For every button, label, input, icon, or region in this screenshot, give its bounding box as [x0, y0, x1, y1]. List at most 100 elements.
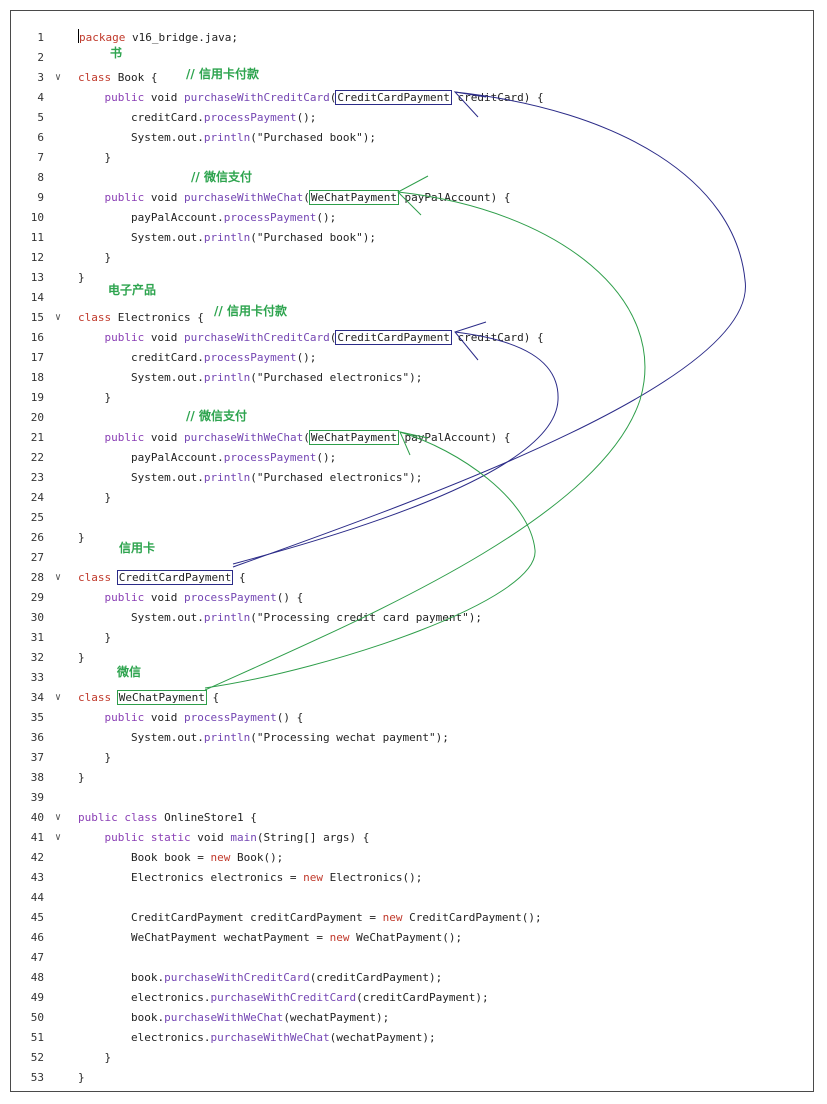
code-line[interactable]: 5 creditCard.processPayment(); [11, 108, 813, 128]
code-token: { [205, 691, 220, 704]
code-line[interactable]: 24 } [11, 488, 813, 508]
code-line[interactable]: 4 public void purchaseWithCreditCard(Cre… [11, 88, 813, 108]
code-token: } [78, 391, 112, 404]
code-text: creditCard.processPayment(); [78, 108, 316, 128]
code-token: CreditCardPayment creditCardPayment = [78, 911, 383, 924]
code-line[interactable]: 35 public void processPayment() { [11, 708, 813, 728]
line-number: 13 [30, 271, 44, 284]
code-line[interactable]: 3∨class Book { [11, 68, 813, 88]
code-line[interactable]: 26} [11, 528, 813, 548]
code-line[interactable]: 49 electronics.purchaseWithCreditCard(cr… [11, 988, 813, 1008]
code-line[interactable]: 33 [11, 668, 813, 688]
code-line[interactable]: 8 [11, 168, 813, 188]
code-token: book. [78, 1011, 165, 1024]
code-line[interactable]: 21 public void purchaseWithWeChat(WeChat… [11, 428, 813, 448]
code-line[interactable]: 22 payPalAccount.processPayment(); [11, 448, 813, 468]
code-line[interactable]: 41∨ public static void main(String[] arg… [11, 828, 813, 848]
code-line[interactable]: 53} [11, 1068, 813, 1088]
fold-chevron-icon[interactable]: ∨ [54, 72, 62, 83]
code-text: public void processPayment() { [78, 708, 304, 728]
fold-chevron-icon[interactable]: ∨ [54, 312, 62, 323]
code-line[interactable]: 10 payPalAccount.processPayment(); [11, 208, 813, 228]
code-line[interactable]: 38} [11, 768, 813, 788]
code-line[interactable]: 25 [11, 508, 813, 528]
code-line[interactable]: 13} [11, 268, 813, 288]
code-line[interactable]: 6 System.out.println("Purchased book"); [11, 128, 813, 148]
line-number: 29 [30, 591, 44, 604]
code-line[interactable]: 47 [11, 948, 813, 968]
code-line[interactable]: 14 [11, 288, 813, 308]
code-line[interactable]: 40∨public class OnlineStore1 { [11, 808, 813, 828]
code-token: purchaseWithCreditCard [184, 331, 330, 344]
code-line[interactable]: 51 electronics.purchaseWithWeChat(wechat… [11, 1028, 813, 1048]
code-line[interactable]: 29 public void processPayment() { [11, 588, 813, 608]
code-line[interactable]: 27 [11, 548, 813, 568]
code-text: public void purchaseWithCreditCard(Credi… [78, 328, 544, 348]
code-text: public void purchaseWithCreditCard(Credi… [78, 88, 544, 108]
code-line[interactable]: 44 [11, 888, 813, 908]
code-line[interactable]: 17 creditCard.processPayment(); [11, 348, 813, 368]
fold-chevron-icon[interactable]: ∨ [54, 572, 62, 583]
code-token: ( [303, 431, 310, 444]
code-line[interactable]: 42 Book book = new Book(); [11, 848, 813, 868]
code-line[interactable]: 43 Electronics electronics = new Electro… [11, 868, 813, 888]
code-line[interactable]: 37 } [11, 748, 813, 768]
line-number: 33 [30, 671, 44, 684]
code-token: ("Purchased electronics"); [250, 471, 423, 484]
code-line[interactable]: 31 } [11, 628, 813, 648]
code-line[interactable]: 36 System.out.println("Processing wechat… [11, 728, 813, 748]
line-number: 3 [37, 71, 44, 84]
code-line[interactable]: 30 System.out.println("Processing credit… [11, 608, 813, 628]
code-line[interactable]: 23 System.out.println("Purchased electro… [11, 468, 813, 488]
code-line[interactable]: 11 System.out.println("Purchased book"); [11, 228, 813, 248]
fold-chevron-icon[interactable]: ∨ [54, 812, 62, 823]
code-token: System.out. [78, 231, 204, 244]
code-line[interactable]: 7 } [11, 148, 813, 168]
code-token: creditCard) { [450, 91, 544, 104]
code-token: payPalAccount. [78, 451, 224, 464]
code-line[interactable]: 48 book.purchaseWithCreditCard(creditCar… [11, 968, 813, 988]
note-electronics: 电子产品 [108, 283, 157, 297]
line-number: 30 [30, 611, 44, 624]
code-line[interactable]: 50 book.purchaseWithWeChat(wechatPayment… [11, 1008, 813, 1028]
code-line[interactable]: 39 [11, 788, 813, 808]
code-token: creditCard) { [450, 331, 544, 344]
line-number: 15 [30, 311, 44, 324]
code-line[interactable]: 52 } [11, 1048, 813, 1068]
code-text: } [78, 268, 85, 288]
fold-chevron-icon[interactable]: ∨ [54, 832, 62, 843]
line-number: 4 [37, 91, 44, 104]
code-token: println [203, 731, 251, 744]
code-token: processPayment [184, 591, 277, 604]
line-number: 26 [30, 531, 44, 544]
code-token: electronics. [78, 991, 211, 1004]
code-line[interactable]: 12 } [11, 248, 813, 268]
fold-chevron-icon[interactable]: ∨ [54, 692, 62, 703]
code-line[interactable]: 15∨class Electronics { [11, 308, 813, 328]
line-number: 21 [30, 431, 44, 444]
code-token: WeChatPayment wechatPayment = [78, 931, 330, 944]
line-number: 50 [30, 1011, 44, 1024]
code-line[interactable]: 9 public void purchaseWithWeChat(WeChatP… [11, 188, 813, 208]
line-number: 14 [30, 291, 44, 304]
line-number: 2 [37, 51, 44, 64]
code-line[interactable]: 19 } [11, 388, 813, 408]
code-line[interactable]: 46 WeChatPayment wechatPayment = new WeC… [11, 928, 813, 948]
code-text: public static void main(String[] args) { [78, 828, 370, 848]
code-line[interactable]: 32} [11, 648, 813, 668]
code-token: void [144, 331, 184, 344]
line-number: 27 [30, 551, 44, 564]
code-line[interactable]: 18 System.out.println("Purchased electro… [11, 368, 813, 388]
code-line[interactable]: 34∨class WeChatPayment { [11, 688, 813, 708]
note-credit-card: 信用卡 [119, 541, 156, 555]
code-text: book.purchaseWithWeChat(wechatPayment); [78, 1008, 389, 1028]
code-line[interactable]: 45 CreditCardPayment creditCardPayment =… [11, 908, 813, 928]
code-line[interactable]: 2 [11, 48, 813, 68]
code-token: (); [296, 351, 317, 364]
code-line[interactable]: 16 public void purchaseWithCreditCard(Cr… [11, 328, 813, 348]
code-line[interactable]: 28∨class CreditCardPayment { [11, 568, 813, 588]
code-line[interactable]: 20 [11, 408, 813, 428]
code-token: purchaseWithCreditCard [164, 971, 310, 984]
